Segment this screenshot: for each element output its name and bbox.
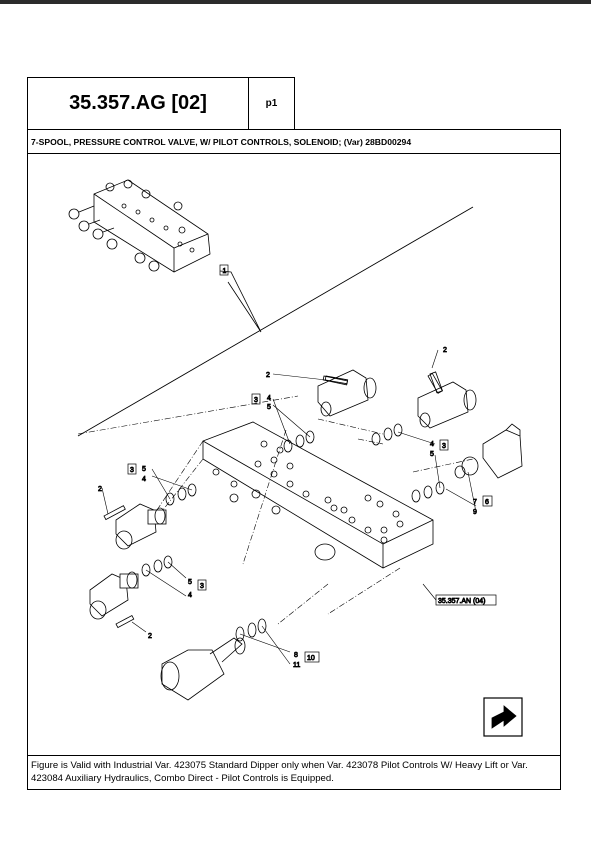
solenoid-valve-left-lower xyxy=(89,571,139,620)
callout-2-bottom: 2 xyxy=(148,633,152,640)
solenoid-valve-bottom xyxy=(160,637,246,701)
exploded-parts-drawing: 1 2 2 2 2 3 4 5 3 4 5 3 5 4 3 5 4 6 7 9 xyxy=(28,154,560,755)
figure-frame: 7-SPOOL, PRESSURE CONTROL VALVE, W/ PILO… xyxy=(27,129,561,790)
callout-4-left: 4 xyxy=(142,476,146,483)
callout-5-top: 5 xyxy=(267,404,271,411)
callout-3-left: 3 xyxy=(130,467,134,474)
callout-5-right: 5 xyxy=(430,451,434,458)
solenoid-valve-right xyxy=(454,423,523,479)
solenoid-valve-top-center xyxy=(317,369,377,417)
next-page-arrow-icon[interactable] xyxy=(483,697,523,737)
solenoid-valve-top-right xyxy=(417,371,477,429)
callout-9: 9 xyxy=(473,509,477,516)
top-bar xyxy=(0,0,591,4)
callout-reference: 35.357.AN (04) xyxy=(438,598,485,605)
solenoid-valve-left-upper xyxy=(115,503,167,550)
callout-5-lower: 5 xyxy=(188,579,192,586)
validity-note: Figure is Valid with Industrial Var. 423… xyxy=(28,755,560,789)
callout-5-left: 5 xyxy=(142,466,146,473)
callout-11: 11 xyxy=(293,662,300,669)
callout-8: 8 xyxy=(294,652,298,659)
callout-1: 1 xyxy=(223,268,227,275)
callout-2-left: 2 xyxy=(98,486,102,493)
callout-3-right: 3 xyxy=(442,443,446,450)
callout-2-top-left: 2 xyxy=(266,372,270,379)
page-number: p1 xyxy=(248,77,295,130)
callout-4-top: 4 xyxy=(267,395,271,402)
callout-4-lower: 4 xyxy=(188,592,192,599)
parts-illustration: 1 2 2 2 2 3 4 5 3 4 5 3 5 4 3 5 4 6 7 9 xyxy=(68,179,523,737)
bolts xyxy=(103,372,443,629)
manifold-block xyxy=(202,421,434,569)
callout-10: 10 xyxy=(307,655,315,662)
o-rings xyxy=(141,423,445,642)
callout-7: 7 xyxy=(473,499,477,506)
callout-6: 6 xyxy=(485,499,489,506)
section-code: 35.357.AG [02] xyxy=(27,77,249,130)
callout-4-right: 4 xyxy=(430,441,434,448)
callout-3-top: 3 xyxy=(254,397,258,404)
callout-3-lower: 3 xyxy=(200,583,204,590)
figure-title: 7-SPOOL, PRESSURE CONTROL VALVE, W/ PILO… xyxy=(28,130,560,154)
callout-2-top-right: 2 xyxy=(443,347,447,354)
valve-assembly-overview xyxy=(68,179,211,273)
